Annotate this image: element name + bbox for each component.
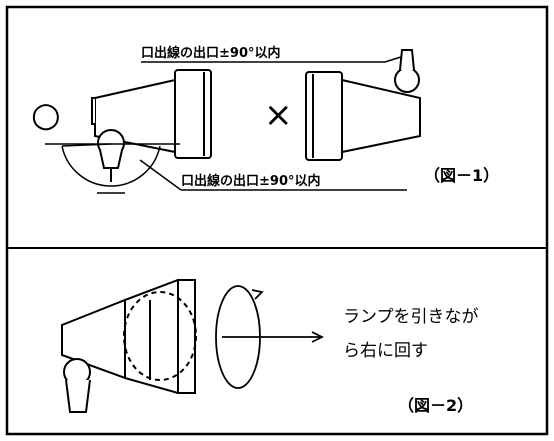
- lamp-rotate: [61, 279, 197, 413]
- ok-symbol: ○: [31, 95, 61, 135]
- instruction-line2: ら右に回す: [343, 341, 428, 361]
- outer-frame: [5, 5, 549, 436]
- lamp-wrong: [305, 49, 421, 161]
- angle-label-top: 口出線の出口±90°以内: [141, 45, 280, 61]
- instruction-line1: ランプを引きなが: [343, 307, 479, 327]
- lamp-correct: [91, 69, 212, 182]
- ng-symbol: ×: [264, 95, 293, 135]
- figure1-caption: （図－1）: [424, 166, 499, 185]
- figure2-caption: （図－2）: [398, 396, 473, 415]
- angle-label-bottom: 口出線の出口±90°以内: [181, 173, 320, 189]
- angle-indicator: [45, 143, 182, 194]
- right-arrow-icon: [222, 331, 325, 343]
